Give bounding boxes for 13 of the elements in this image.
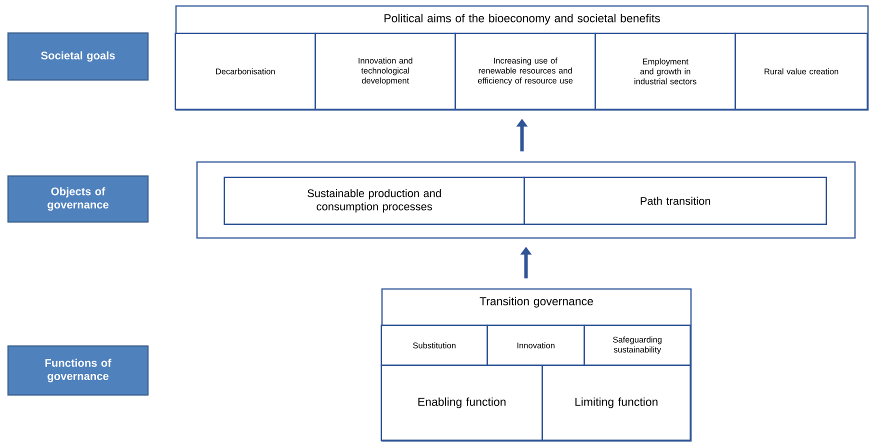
cell-box: Safeguarding sustainability [584,324,691,366]
cell-box: Substitution [380,324,488,366]
level-label-box: Objects of governance [7,175,149,223]
cell-box: Innovation [486,324,585,366]
cell-box: Sustainable production and consumption processes [224,176,525,225]
level-label-box: Functions of governance [7,345,149,396]
cell-box: Employment and growth in industrial sectors [594,32,736,110]
level-label-box: Societal goals [7,32,149,81]
cell-box: Increasing use of renewable resources and efficiency of resource use [454,32,596,110]
cell-box: Innovation and technological development [314,32,456,110]
cell-box: Decarbonisation [174,32,316,110]
cell-box: Rural value creation [734,32,868,110]
cell-box: Path transition [524,176,827,225]
